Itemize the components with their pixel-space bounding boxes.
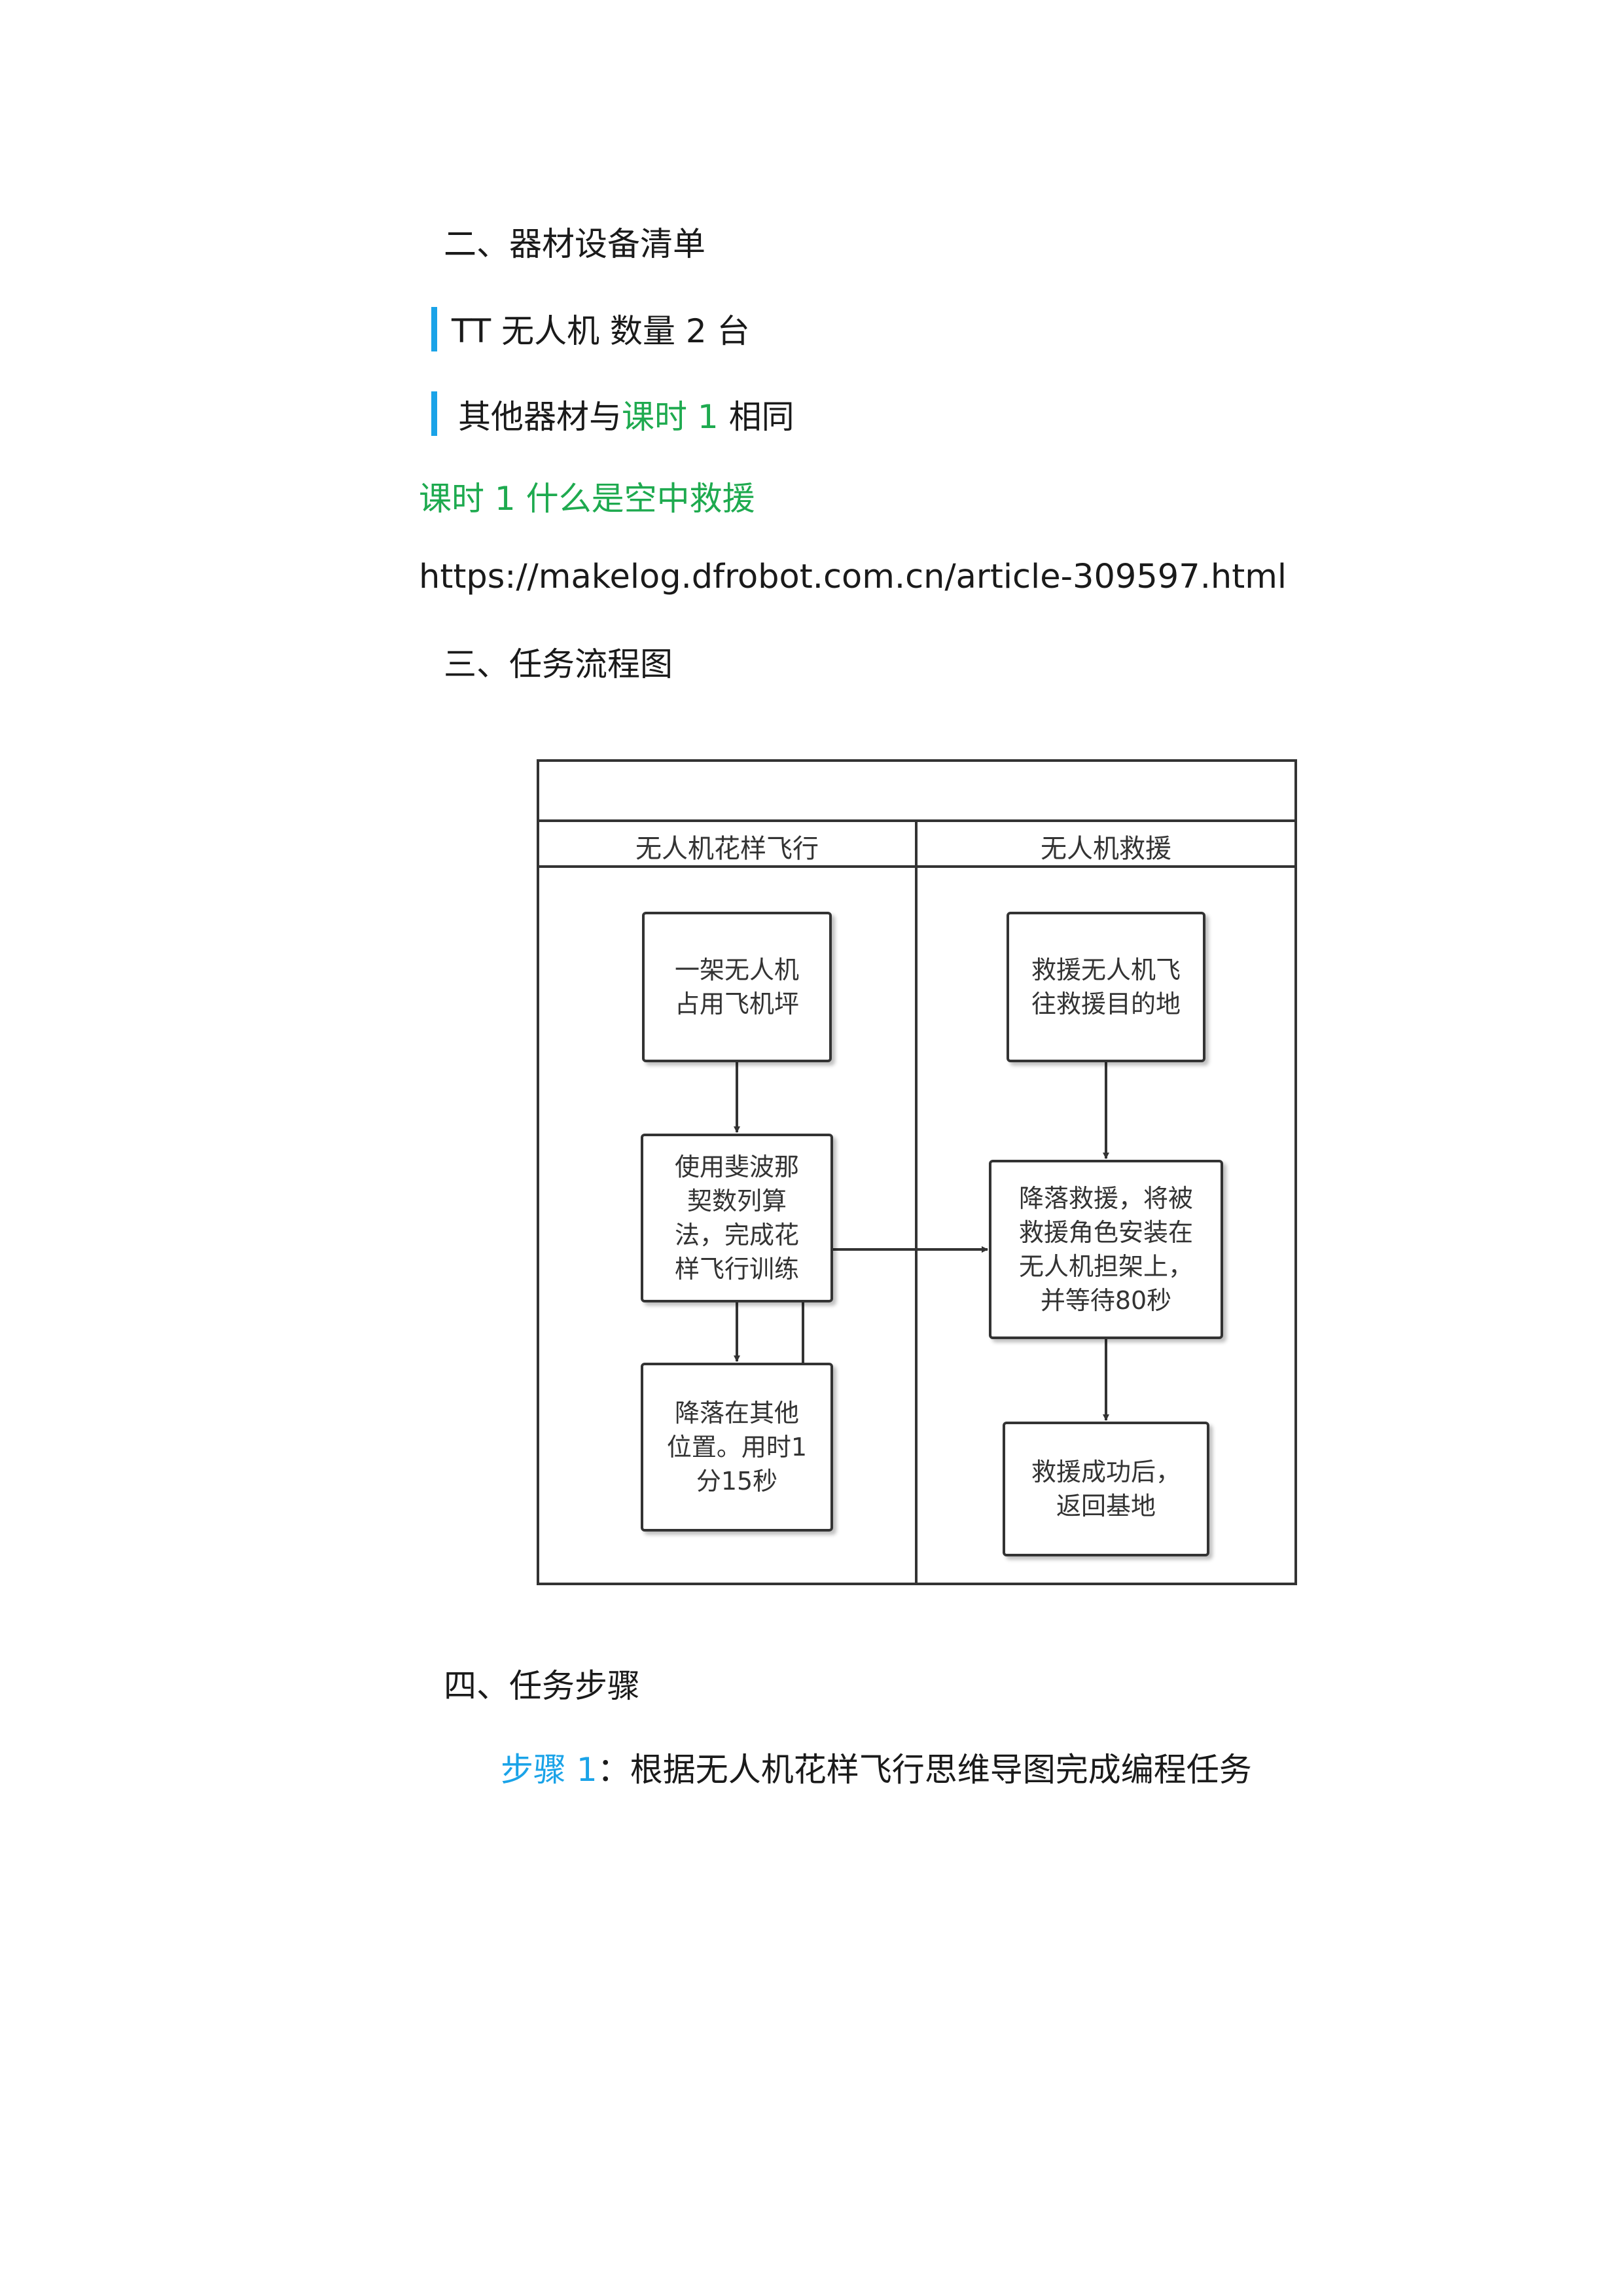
step-1-label: 步骤 1 <box>501 1751 597 1789</box>
equipment-item-drone: TT 无人机 数量 2 台 <box>452 312 750 350</box>
lane-label-aerobatics: 无人机花样飞行 <box>635 834 819 864</box>
lesson1-inline-link[interactable]: 课时 1 <box>622 398 719 436</box>
equipment-heading: 二、器材设备清单 <box>444 225 705 263</box>
steps-heading: 四、任务步骤 <box>444 1667 640 1705</box>
flow-node-return-base: 救援成功后， 返回基地 <box>1003 1422 1209 1556</box>
flow-node-fibonacci-training: 使用斐波那 契数列算 法，完成花 样飞行训练 <box>641 1134 833 1302</box>
item-accent-bar <box>431 307 437 351</box>
lane-label-rescue: 无人机救援 <box>1041 834 1171 864</box>
flow-node-rescue-fly: 救援无人机飞 往救援目的地 <box>1007 912 1205 1062</box>
item-accent-bar <box>431 391 437 436</box>
flow-node-land-elsewhere: 降落在其他 位置。用时1 分15秒 <box>641 1363 833 1532</box>
equipment-item-suffix: 相同 <box>718 398 794 436</box>
lane-header-row <box>537 819 1297 868</box>
step-1-colon: ： <box>597 1751 630 1789</box>
step-1: 步骤 1：根据无人机花样飞行思维导图完成编程任务 <box>501 1744 1252 1791</box>
flowchart: 无人机花样飞行 无人机救援 一架无人机 占用飞机坪 使用斐波那 契数列算 法，完… <box>537 759 1297 1585</box>
equipment-item-other: 其他器材与课时 1 相同 <box>458 391 794 438</box>
flow-node-rescue-land: 降落救援，将被 救援角色安装在 无人机担架上， 并等待80秒 <box>989 1160 1223 1339</box>
step-1-text: 根据无人机花样飞行思维导图完成编程任务 <box>630 1751 1252 1789</box>
flowchart-heading: 三、任务流程图 <box>444 645 673 683</box>
equipment-item-prefix: 其他器材与 <box>458 398 622 436</box>
lesson1-link[interactable]: 课时 1 什么是空中救援 <box>419 480 755 518</box>
article-url-link[interactable]: https://makelog.dfrobot.com.cn/article-3… <box>419 558 1287 596</box>
flow-node-occupy-pad: 一架无人机 占用飞机坪 <box>642 912 832 1062</box>
flowchart-title-row <box>537 759 1297 822</box>
